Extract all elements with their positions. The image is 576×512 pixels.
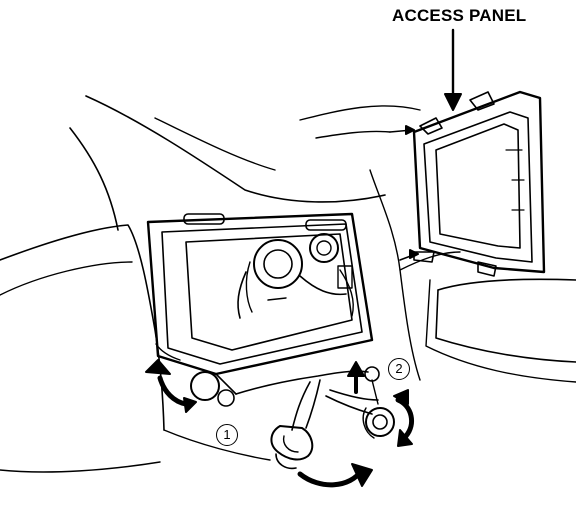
clip-arrows [389,125,419,261]
access-panel [412,90,546,277]
curved-arrow-icon [145,359,197,413]
inner-housing [237,233,354,319]
access-panel-label: ACCESS PANEL [392,6,527,25]
dash-opening [146,212,374,376]
rotate-arrow-icon [393,389,415,447]
step-marker-1: 1 [216,424,238,446]
dashboard-outline [0,95,461,473]
down-arrow-icon [444,28,462,111]
up-arrow-icon [347,361,365,394]
lower-right-panel [425,278,576,383]
bulb-socket-2 [362,366,395,439]
bulb-socket-1 [155,343,237,407]
step-marker-2: 2 [388,358,410,380]
bottom-curved-arrow-icon [297,463,373,488]
